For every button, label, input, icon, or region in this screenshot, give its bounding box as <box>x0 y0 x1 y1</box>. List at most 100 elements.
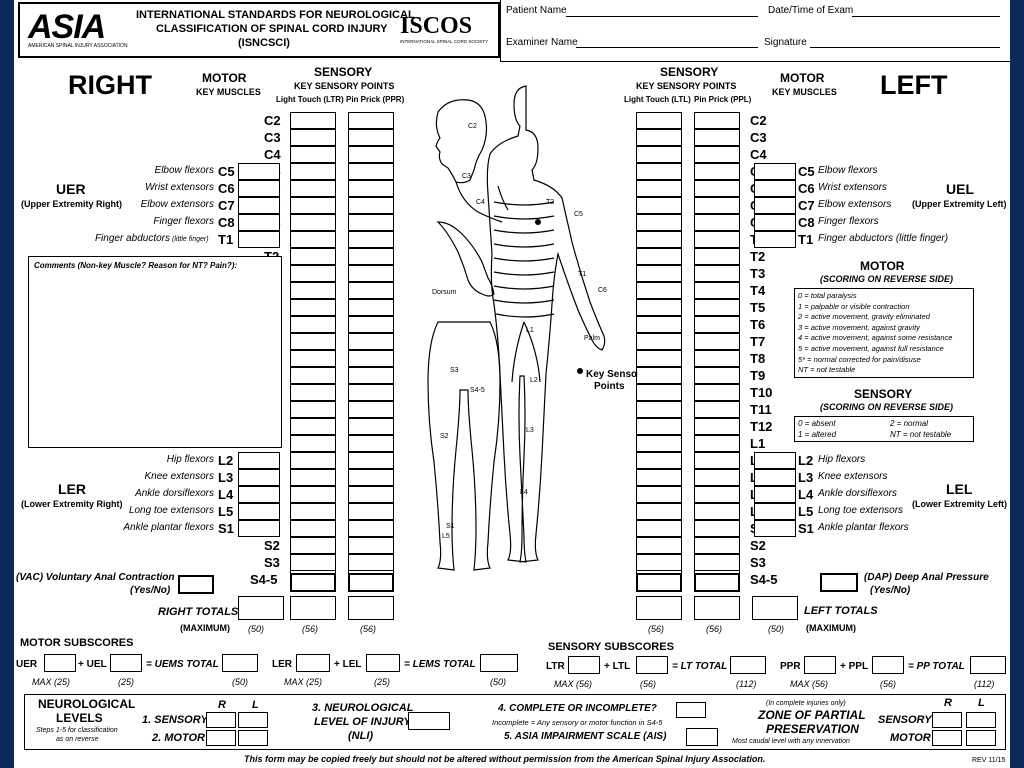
right-pp-cell-t7[interactable] <box>348 333 394 350</box>
left-lt-cell-c5[interactable] <box>636 163 682 180</box>
ms-lel-input[interactable] <box>366 654 400 672</box>
left-lt-total[interactable] <box>636 596 682 620</box>
right-lt-cell-c2[interactable] <box>290 112 336 129</box>
right-pp-cell-c2[interactable] <box>348 112 394 129</box>
nl-motor-r[interactable] <box>206 730 236 746</box>
nli-input[interactable] <box>408 712 450 730</box>
right-pp-cell-c5[interactable] <box>348 163 394 180</box>
left-lt-cell-t1[interactable] <box>636 231 682 248</box>
left-lt-cell-t7[interactable] <box>636 333 682 350</box>
ms-ler-input[interactable] <box>296 654 330 672</box>
right-pp-cell-c4[interactable] <box>348 146 394 163</box>
right-motor-c8[interactable] <box>238 214 280 231</box>
right-lt-cell-t9[interactable] <box>290 367 336 384</box>
left-pp-cell-c7[interactable] <box>694 197 740 214</box>
right-pp-cell-t8[interactable] <box>348 350 394 367</box>
vac-input[interactable] <box>178 575 214 594</box>
zpp-sensory-l[interactable] <box>966 712 996 728</box>
right-pp-cell-t11[interactable] <box>348 401 394 418</box>
left-pp-cell-c3[interactable] <box>694 129 740 146</box>
left-motor-c5[interactable] <box>754 163 796 180</box>
left-motor-c8[interactable] <box>754 214 796 231</box>
left-pp-cell-t2[interactable] <box>694 248 740 265</box>
right-lt-cell-s2[interactable] <box>290 537 336 554</box>
right-pp-cell-t9[interactable] <box>348 367 394 384</box>
right-pp-cell-s2[interactable] <box>348 537 394 554</box>
left-motor-l3[interactable] <box>754 469 796 486</box>
right-pp-cell-t12[interactable] <box>348 418 394 435</box>
right-motor-l4[interactable] <box>238 486 280 503</box>
signature-line[interactable] <box>810 47 1000 48</box>
ss-ltr-input[interactable] <box>568 656 600 674</box>
right-pp-total[interactable] <box>348 596 394 620</box>
left-lt-cell-c3[interactable] <box>636 129 682 146</box>
left-lt-cell-s4-5[interactable] <box>636 573 682 592</box>
left-pp-cell-c8[interactable] <box>694 214 740 231</box>
right-lt-total[interactable] <box>290 596 336 620</box>
left-lt-cell-t12[interactable] <box>636 418 682 435</box>
right-pp-cell-s3[interactable] <box>348 554 394 571</box>
right-lt-cell-t6[interactable] <box>290 316 336 333</box>
right-motor-l3[interactable] <box>238 469 280 486</box>
ss-ltl-input[interactable] <box>636 656 668 674</box>
nl-sensory-l[interactable] <box>238 712 268 728</box>
patient-name-line[interactable] <box>566 16 758 17</box>
ss-ppl-input[interactable] <box>872 656 904 674</box>
left-pp-cell-l5[interactable] <box>694 503 740 520</box>
left-pp-cell-s3[interactable] <box>694 554 740 571</box>
right-motor-c6[interactable] <box>238 180 280 197</box>
right-lt-cell-l4[interactable] <box>290 486 336 503</box>
left-lt-cell-t10[interactable] <box>636 384 682 401</box>
left-lt-cell-l3[interactable] <box>636 469 682 486</box>
left-lt-cell-l5[interactable] <box>636 503 682 520</box>
left-lt-cell-l1[interactable] <box>636 435 682 452</box>
left-pp-cell-t3[interactable] <box>694 265 740 282</box>
left-pp-cell-t4[interactable] <box>694 282 740 299</box>
left-lt-cell-t11[interactable] <box>636 401 682 418</box>
left-pp-cell-s1[interactable] <box>694 520 740 537</box>
right-pp-cell-t3[interactable] <box>348 265 394 282</box>
right-lt-cell-t7[interactable] <box>290 333 336 350</box>
left-motor-l2[interactable] <box>754 452 796 469</box>
left-lt-cell-l4[interactable] <box>636 486 682 503</box>
right-lt-cell-t1[interactable] <box>290 231 336 248</box>
right-pp-cell-l4[interactable] <box>348 486 394 503</box>
right-lt-cell-c6[interactable] <box>290 180 336 197</box>
left-lt-cell-t9[interactable] <box>636 367 682 384</box>
left-lt-cell-c4[interactable] <box>636 146 682 163</box>
right-pp-cell-l1[interactable] <box>348 435 394 452</box>
left-motor-total[interactable] <box>752 596 798 620</box>
right-pp-cell-l5[interactable] <box>348 503 394 520</box>
complete-input[interactable] <box>676 702 706 718</box>
left-pp-cell-c4[interactable] <box>694 146 740 163</box>
left-pp-cell-l3[interactable] <box>694 469 740 486</box>
right-lt-cell-t4[interactable] <box>290 282 336 299</box>
right-lt-cell-t12[interactable] <box>290 418 336 435</box>
left-pp-cell-t10[interactable] <box>694 384 740 401</box>
zpp-motor-r[interactable] <box>932 730 962 746</box>
right-pp-cell-s4-5[interactable] <box>348 573 394 592</box>
left-lt-cell-s1[interactable] <box>636 520 682 537</box>
right-lt-cell-s4-5[interactable] <box>290 573 336 592</box>
right-pp-cell-l3[interactable] <box>348 469 394 486</box>
zpp-motor-l[interactable] <box>966 730 996 746</box>
left-pp-cell-t12[interactable] <box>694 418 740 435</box>
left-pp-cell-t6[interactable] <box>694 316 740 333</box>
ss-ppr-input[interactable] <box>804 656 836 674</box>
left-pp-cell-t1[interactable] <box>694 231 740 248</box>
ss-pp-total-input[interactable] <box>970 656 1006 674</box>
right-lt-cell-s1[interactable] <box>290 520 336 537</box>
dap-input[interactable] <box>820 573 858 592</box>
right-pp-cell-t1[interactable] <box>348 231 394 248</box>
left-lt-cell-t5[interactable] <box>636 299 682 316</box>
left-motor-l4[interactable] <box>754 486 796 503</box>
nl-sensory-r[interactable] <box>206 712 236 728</box>
right-motor-l5[interactable] <box>238 503 280 520</box>
left-motor-t1[interactable] <box>754 231 796 248</box>
right-lt-cell-l5[interactable] <box>290 503 336 520</box>
left-pp-cell-l4[interactable] <box>694 486 740 503</box>
left-motor-l5[interactable] <box>754 503 796 520</box>
left-pp-cell-c6[interactable] <box>694 180 740 197</box>
right-pp-cell-t10[interactable] <box>348 384 394 401</box>
date-time-line[interactable] <box>852 16 1000 17</box>
